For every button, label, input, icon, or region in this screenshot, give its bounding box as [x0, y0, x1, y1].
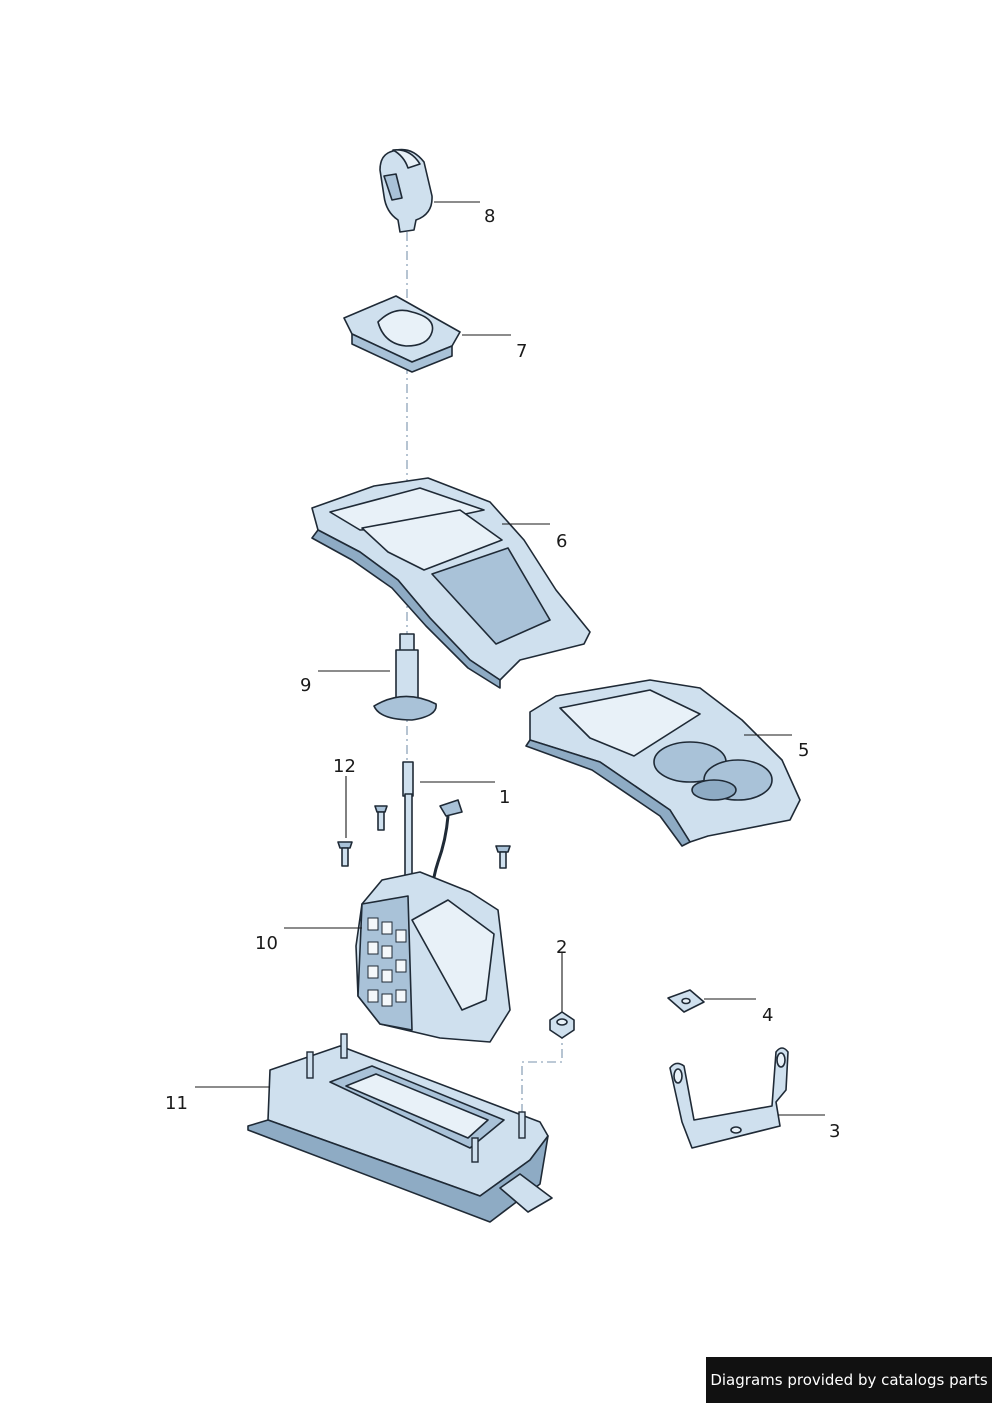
- callout-1: 1: [499, 787, 510, 808]
- part-9-shift-boot-sleeve[interactable]: [373, 633, 437, 721]
- credit-banner: Diagrams provided by catalogs parts: [706, 1357, 992, 1403]
- part-6-console-trim-panel[interactable]: [311, 477, 591, 689]
- part-10-selector-mechanism[interactable]: [355, 871, 511, 1043]
- callout-5: 5: [798, 740, 809, 761]
- callout-6: 6: [556, 531, 567, 552]
- callout-8: 8: [484, 206, 495, 227]
- part-3-bracket[interactable]: [669, 1047, 789, 1149]
- callout-12: 12: [333, 756, 356, 777]
- callout-10: 10: [255, 933, 278, 954]
- part-4-clip-nut[interactable]: [667, 989, 705, 1013]
- part-5-cup-holder-console[interactable]: [525, 679, 801, 847]
- nut-axis: [521, 1030, 563, 1112]
- callout-7: 7: [516, 341, 527, 362]
- part-2-nut[interactable]: [549, 1011, 575, 1039]
- callout-4: 4: [762, 1005, 773, 1026]
- callout-3: 3: [829, 1121, 840, 1142]
- part-8-gear-knob[interactable]: [379, 148, 433, 233]
- part-7-shift-gate-cover[interactable]: [343, 295, 461, 373]
- part-1-shift-lever[interactable]: [402, 761, 463, 899]
- part-12-screws[interactable]: [337, 805, 511, 869]
- callout-9: 9: [300, 675, 311, 696]
- credit-text: Diagrams provided by catalogs parts: [710, 1371, 988, 1389]
- callout-2: 2: [556, 937, 567, 958]
- callout-11: 11: [165, 1093, 188, 1114]
- part-11-housing-tray[interactable]: [247, 1033, 553, 1223]
